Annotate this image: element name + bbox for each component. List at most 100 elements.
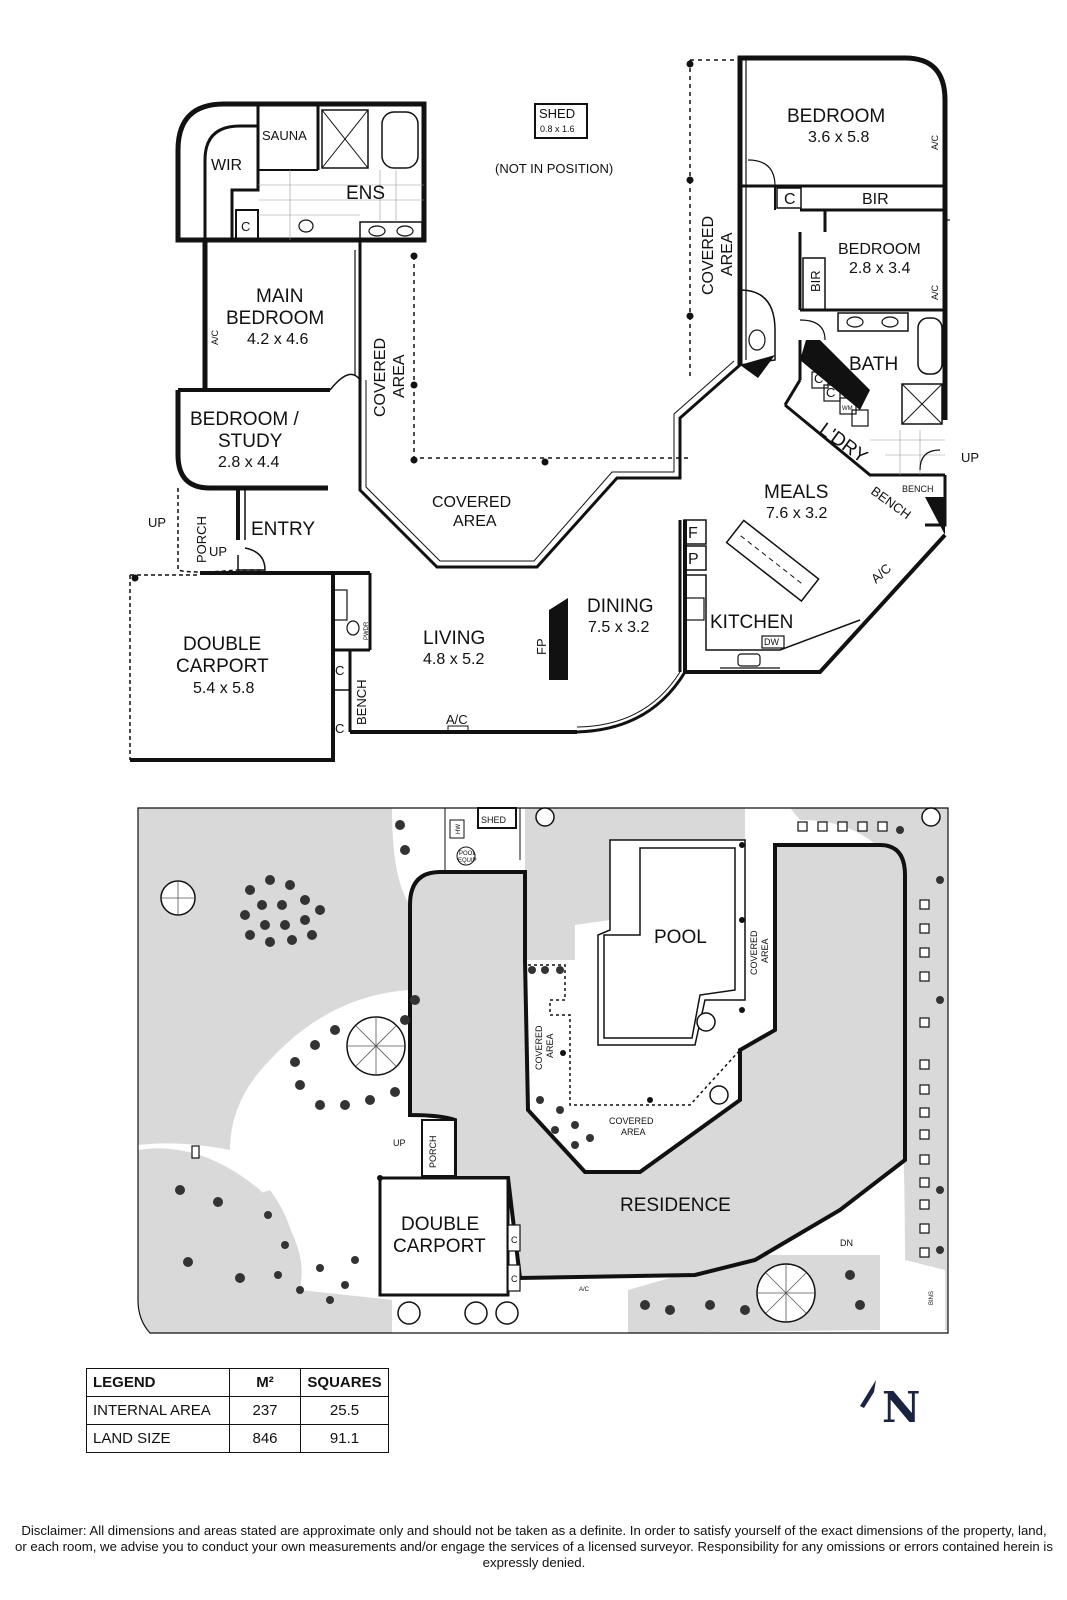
floor-plan bbox=[129, 55, 948, 762]
laundry-bench-label: BENCH bbox=[902, 484, 934, 494]
site-covered-area-east-1: COVERED bbox=[749, 930, 759, 975]
carport-bench-label: BENCH bbox=[354, 679, 369, 725]
porch-up-label: UP bbox=[148, 515, 166, 530]
bedroom-study-size: 2.8 x 4.4 bbox=[218, 454, 279, 471]
main-bedroom-size: 4.2 x 4.6 bbox=[247, 331, 308, 348]
pool-label: POOL bbox=[654, 927, 707, 948]
legend-row-land-size: LAND SIZE 846 91.1 bbox=[86, 1424, 389, 1453]
site-carport-label-1: DOUBLE bbox=[401, 1214, 479, 1235]
dishwasher-label: DW bbox=[764, 637, 779, 647]
meals-ac: A/C bbox=[868, 561, 894, 587]
pwdr-label: PWDR bbox=[364, 621, 370, 640]
pantry-label: P bbox=[688, 551, 699, 568]
main-bedroom-ac: A/C bbox=[210, 329, 220, 345]
floor-plan-labels: SHED 0.8 x 1.6 (NOT IN POSITION) WIR SAU… bbox=[148, 106, 979, 736]
laundry-c2: C bbox=[826, 385, 835, 400]
carport-c2-label: C bbox=[335, 721, 344, 736]
site-covered-area-south-1: COVERED bbox=[609, 1116, 654, 1126]
ens-label: ENS bbox=[346, 183, 385, 204]
main-bedroom-label-2: BEDROOM bbox=[226, 308, 324, 329]
carport-label-2: CARPORT bbox=[176, 656, 269, 677]
pool-equip-label-2: EQUIP bbox=[458, 858, 477, 864]
site-plan-labels: POOL RESIDENCE DOUBLE CARPORT C C SHED H… bbox=[393, 815, 935, 1305]
legend-cell-m2: 237 bbox=[229, 1396, 301, 1425]
site-covered-area-west-2: AREA bbox=[545, 1033, 555, 1058]
living-ac: A/C bbox=[446, 712, 468, 727]
column-dots bbox=[131, 60, 694, 582]
entry-label: ENTRY bbox=[251, 519, 315, 540]
carport-label-1: DOUBLE bbox=[183, 634, 261, 655]
laundry-up-label: UP bbox=[961, 450, 979, 465]
legend-cell-squares: 91.1 bbox=[300, 1424, 389, 1453]
covered-area-centre-2: AREA bbox=[453, 513, 497, 530]
carport-size: 5.4 x 5.8 bbox=[193, 680, 254, 697]
bedroom2-size: 2.8 x 3.4 bbox=[849, 260, 910, 277]
legend-header-squares: SQUARES bbox=[300, 1368, 389, 1397]
site-porch-label: PORCH bbox=[428, 1135, 438, 1168]
bedroom1-ac: A/C bbox=[930, 134, 940, 150]
dining-size: 7.5 x 3.2 bbox=[588, 619, 649, 636]
meals-size: 7.6 x 3.2 bbox=[766, 505, 827, 522]
bath-label: BATH bbox=[849, 354, 898, 375]
fridge-label: F bbox=[688, 525, 698, 542]
residence-label: RESIDENCE bbox=[620, 1195, 731, 1216]
bins-label: BINS bbox=[929, 1291, 935, 1305]
legend-row-internal-area: INTERNAL AREA 237 25.5 bbox=[86, 1396, 389, 1425]
bedroom2-label: BEDROOM bbox=[838, 241, 921, 258]
bedroom2-ac: A/C bbox=[930, 284, 940, 300]
living-size: 4.8 x 5.2 bbox=[423, 651, 484, 668]
bedroom2-bir-label: BIR bbox=[808, 270, 823, 292]
covered-area-east-1: COVERED bbox=[700, 216, 717, 295]
shed-outline bbox=[534, 103, 588, 139]
washing-machine-label: WM bbox=[842, 406, 853, 412]
legend-cell-label: LAND SIZE bbox=[86, 1424, 230, 1453]
closet-c-label: C bbox=[241, 219, 250, 234]
legend-cell-label: INTERNAL AREA bbox=[86, 1396, 230, 1425]
site-carport-label-2: CARPORT bbox=[393, 1236, 486, 1257]
site-shed-label: SHED bbox=[481, 815, 507, 825]
bedroom1-label: BEDROOM bbox=[787, 106, 885, 127]
laundry-c1: C bbox=[814, 371, 823, 386]
north-arrow: N bbox=[858, 1378, 928, 1428]
covered-area-centre-1: COVERED bbox=[432, 494, 511, 511]
north-arrow-icon: N bbox=[860, 1380, 920, 1428]
porch-label: PORCH bbox=[194, 516, 209, 563]
hot-water-label: HW bbox=[456, 824, 462, 834]
legend-header-m2: M² bbox=[229, 1368, 301, 1397]
legend-header-row: LEGEND M² SQUARES bbox=[86, 1368, 389, 1397]
site-up-label: UP bbox=[393, 1138, 406, 1148]
area-legend-table: LEGEND M² SQUARES INTERNAL AREA 237 25.5… bbox=[86, 1368, 389, 1453]
disclaimer-text: Disclaimer: All dimensions and areas sta… bbox=[15, 1523, 1053, 1570]
shed-note: (NOT IN POSITION) bbox=[495, 161, 613, 176]
meals-label: MEALS bbox=[764, 482, 828, 503]
site-ac-label: A/C bbox=[579, 1287, 590, 1293]
bedroom-study-label-2: STUDY bbox=[218, 431, 283, 452]
covered-area-west-1: COVERED bbox=[372, 338, 389, 417]
bedroom1-size: 3.6 x 5.8 bbox=[808, 129, 869, 146]
site-c1-label: C bbox=[511, 1235, 518, 1245]
glazing-ticks bbox=[354, 60, 950, 669]
site-dn-label: DN bbox=[840, 1238, 853, 1248]
bedroom1-c-label: C bbox=[784, 191, 796, 208]
covered-area-east-2: AREA bbox=[719, 232, 736, 276]
site-covered-area-south-2: AREA bbox=[621, 1127, 646, 1137]
site-c2-label: C bbox=[511, 1274, 518, 1284]
pool-equip-label-1: POOL bbox=[459, 851, 476, 857]
kitchen-label: KITCHEN bbox=[710, 612, 793, 633]
legend-cell-squares: 25.5 bbox=[300, 1396, 389, 1425]
bedroom-study-label-1: BEDROOM / bbox=[190, 409, 299, 430]
main-bedroom-label-1: MAIN bbox=[256, 286, 304, 307]
north-letter: N bbox=[882, 1383, 920, 1428]
site-covered-area-east-2: AREA bbox=[760, 938, 770, 963]
living-label: LIVING bbox=[423, 628, 485, 649]
sauna-label: SAUNA bbox=[262, 128, 307, 143]
carport-c1-label: C bbox=[335, 663, 344, 678]
legend-header-label: LEGEND bbox=[86, 1368, 230, 1397]
covered-area-west-2: AREA bbox=[391, 354, 408, 398]
wir-label: WIR bbox=[211, 157, 242, 174]
site-covered-area-west-1: COVERED bbox=[534, 1025, 544, 1070]
fireplace-label: FP bbox=[534, 638, 549, 655]
dining-label: DINING bbox=[587, 596, 654, 617]
site-plan bbox=[137, 807, 949, 1334]
